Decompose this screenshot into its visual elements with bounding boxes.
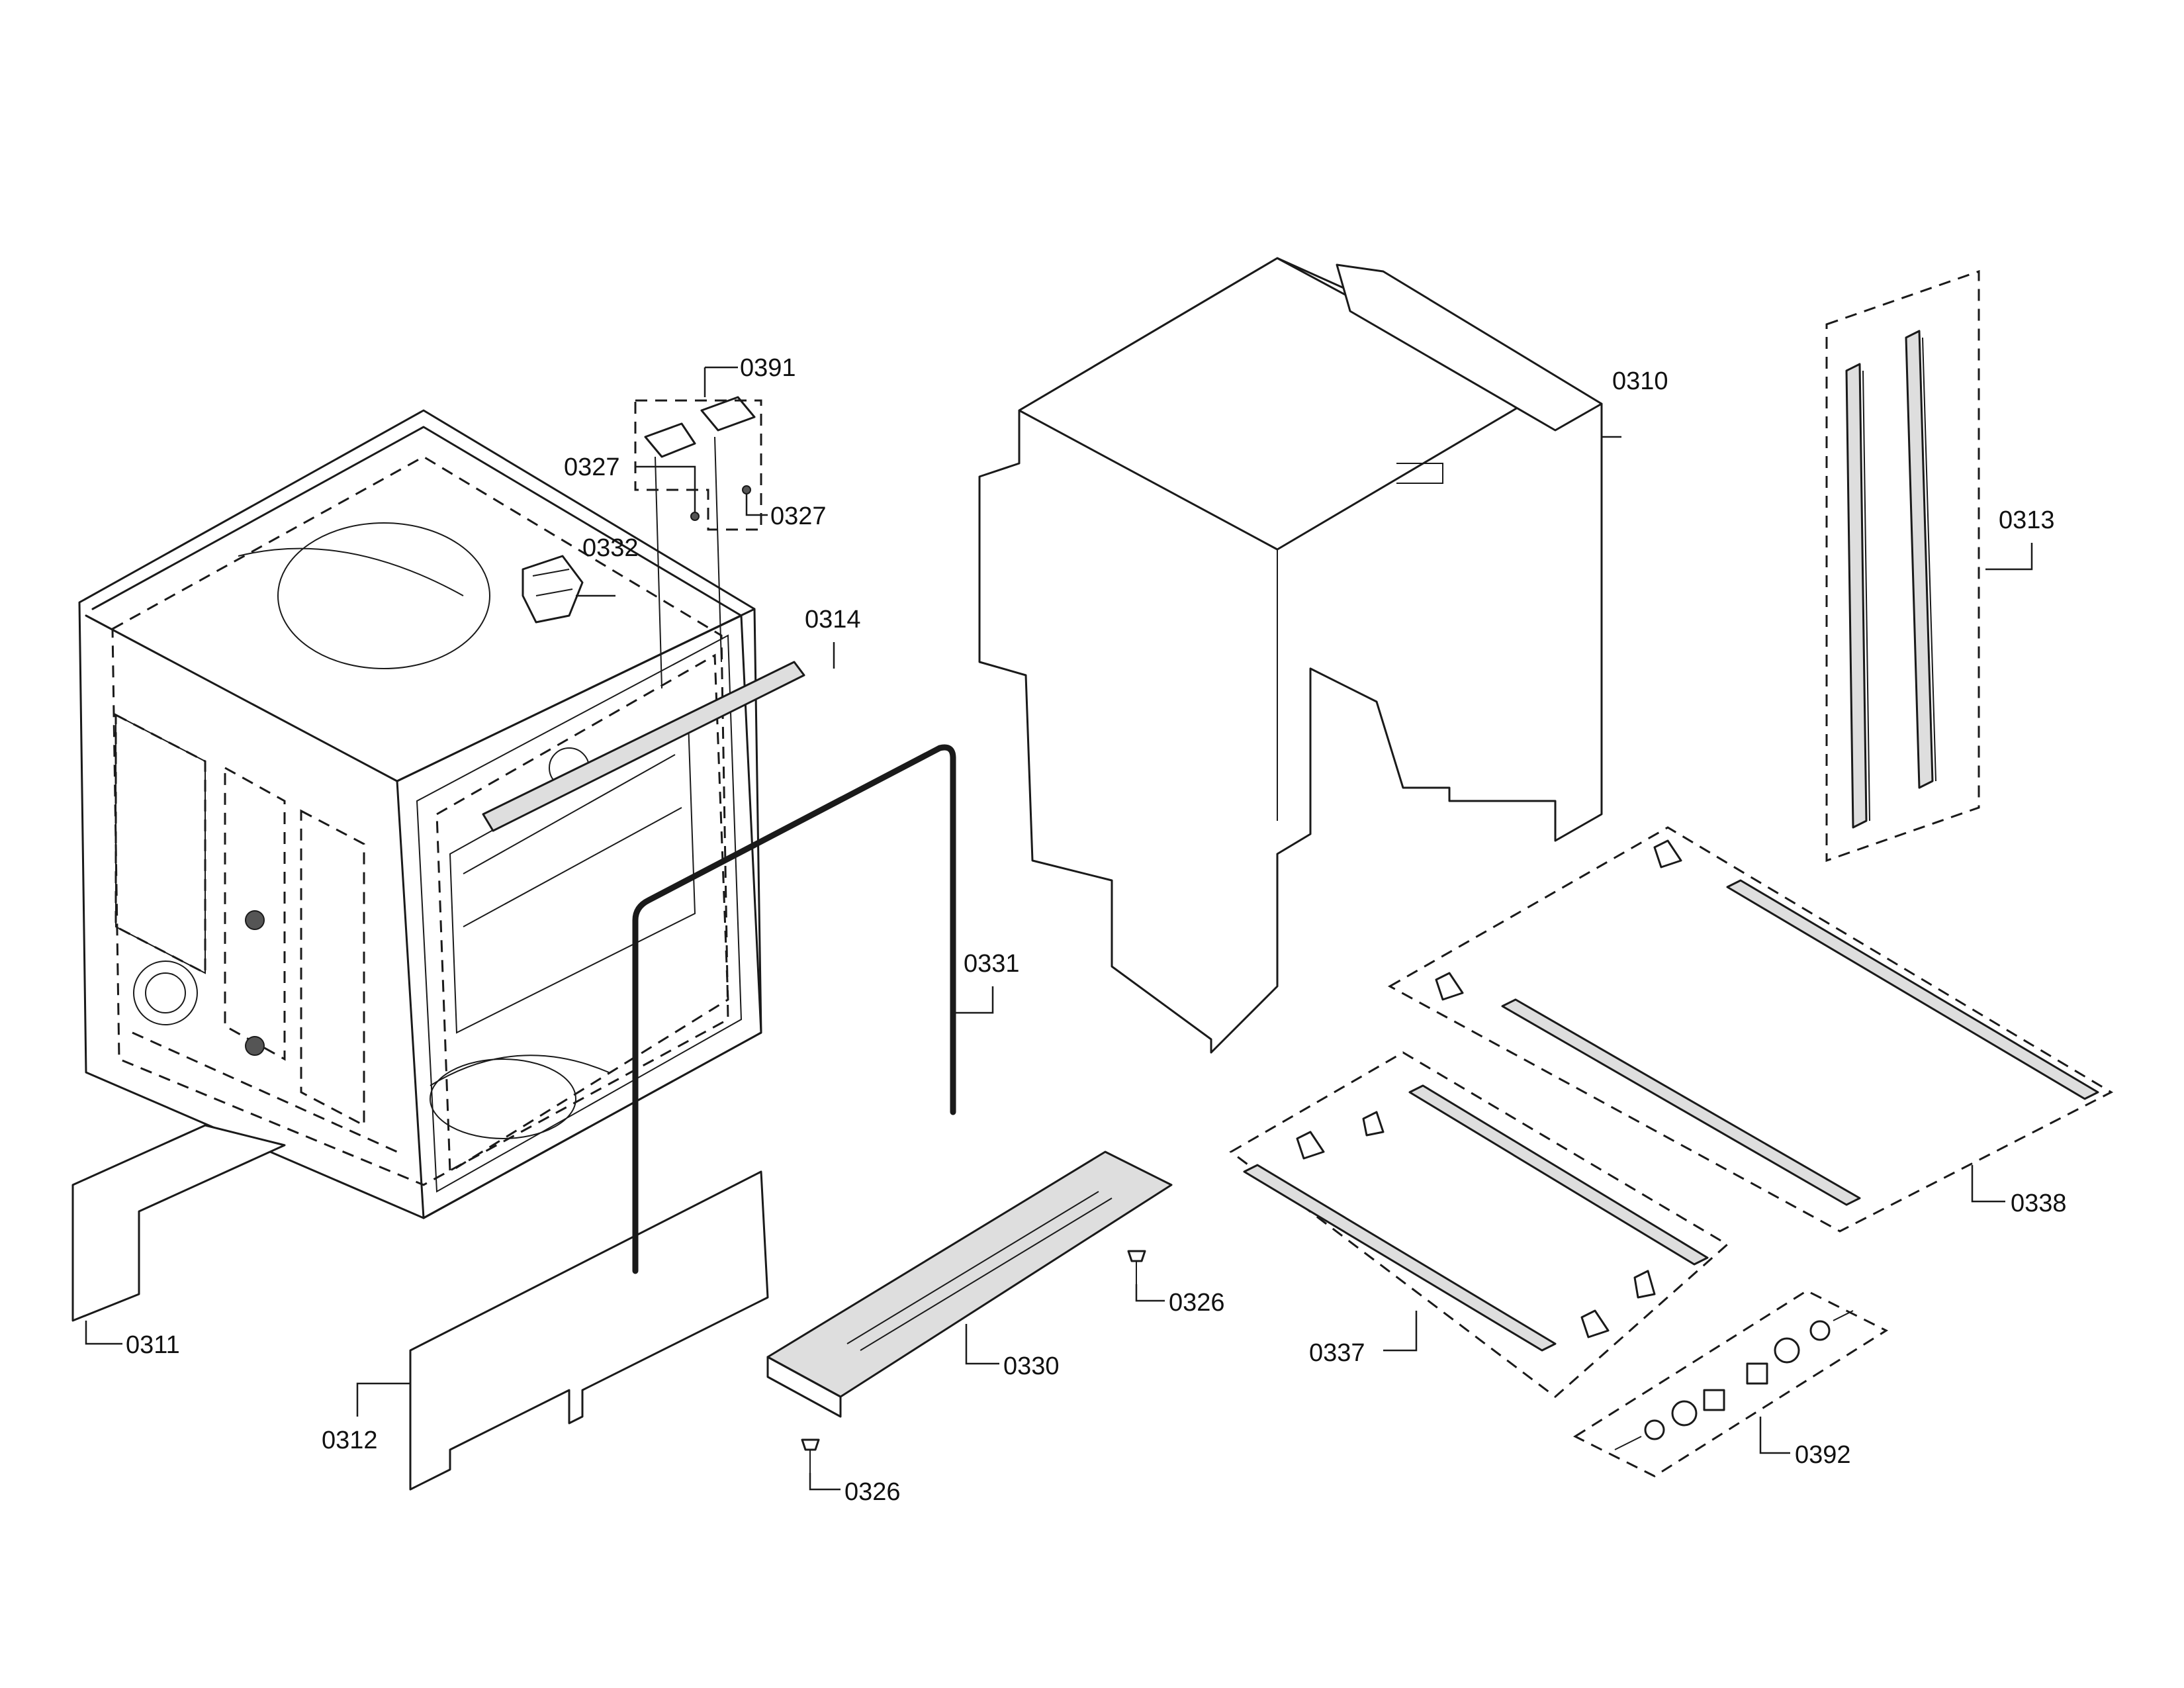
callout-0391: 0391 xyxy=(740,354,796,382)
side-rails-0313 xyxy=(1825,269,1980,863)
rack-rails-0338 xyxy=(1387,826,2114,1233)
callout-0310: 0310 xyxy=(1612,367,1668,395)
callout-0313: 0313 xyxy=(1999,506,2055,534)
callout-0331: 0331 xyxy=(964,950,1020,978)
callout-0327-left: 0327 xyxy=(564,453,620,481)
hardware-kit-0392 xyxy=(1572,1289,1889,1477)
screw-0326-lower xyxy=(801,1438,820,1473)
callout-0338: 0338 xyxy=(2011,1190,2067,1217)
front-insulation-0312 xyxy=(409,1170,769,1491)
base-plate-0330 xyxy=(766,1150,1173,1418)
callout-0337: 0337 xyxy=(1309,1339,1365,1367)
outer-insulation-0310 xyxy=(978,257,1603,1054)
tub-assembly xyxy=(78,396,805,1219)
callout-0312: 0312 xyxy=(322,1427,378,1454)
callout-0326-upper: 0326 xyxy=(1169,1289,1225,1317)
callout-0330: 0330 xyxy=(1003,1352,1060,1380)
callout-0311: 0311 xyxy=(126,1331,180,1359)
screw-0326-upper xyxy=(1127,1250,1146,1284)
rack-rails-0337 xyxy=(1229,1051,1729,1398)
callout-0332: 0332 xyxy=(582,534,639,562)
callout-0327-right: 0327 xyxy=(770,502,827,530)
door-gasket-0331 xyxy=(632,744,956,1274)
callout-0326-lower: 0326 xyxy=(844,1478,901,1506)
insulation-pad-0311 xyxy=(71,1124,286,1322)
callout-0314: 0314 xyxy=(805,606,861,633)
callout-0392: 0392 xyxy=(1795,1441,1851,1469)
